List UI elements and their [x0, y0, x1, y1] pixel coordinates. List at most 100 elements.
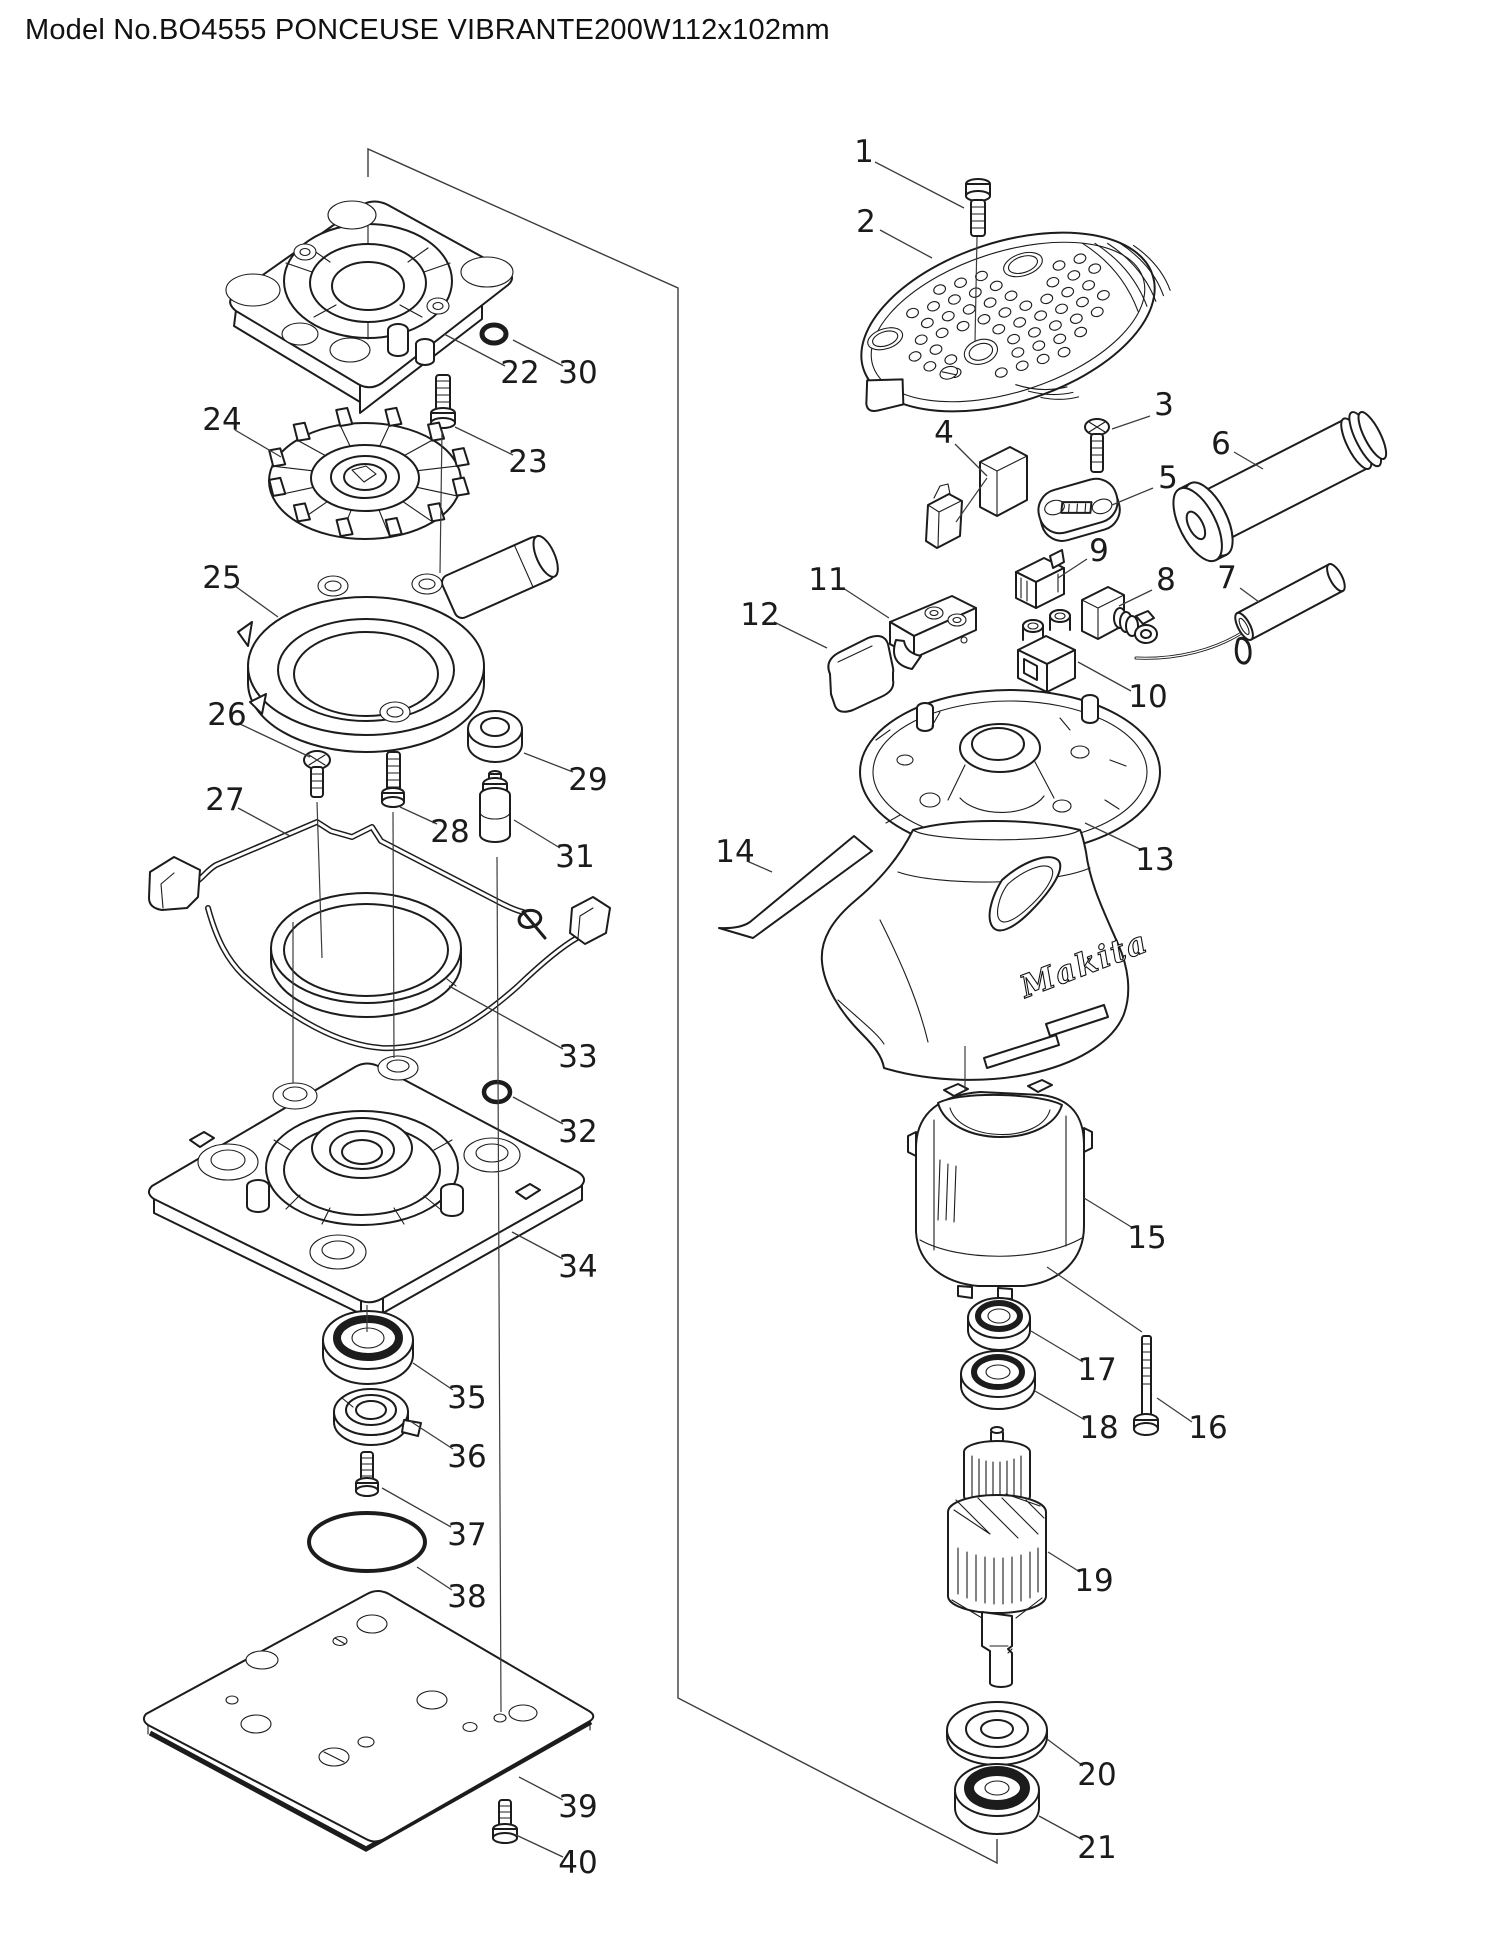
part-14-blade	[718, 835, 873, 939]
cover-vent-hole	[1076, 296, 1089, 308]
part-number-9: 9	[1089, 533, 1109, 569]
part-number-16: 16	[1188, 1410, 1227, 1446]
fan-vane	[268, 476, 287, 497]
cover-vent-hole	[927, 301, 940, 312]
part-number-4: 4	[934, 415, 954, 451]
part-number-7: 7	[1217, 560, 1237, 596]
cover-vent-hole	[1015, 360, 1029, 371]
part-15-field-stator	[907, 1079, 1093, 1300]
part-39-pad-plate	[142, 1590, 595, 1852]
part-16-long-screw	[1133, 1335, 1159, 1436]
leader-line-part-32	[512, 1096, 564, 1125]
axis-line	[439, 429, 443, 574]
cover-vent-hole	[923, 361, 937, 372]
leader-line-part-20	[1046, 1738, 1084, 1767]
part-40-screw	[492, 1799, 518, 1844]
part-1-screw	[965, 178, 991, 237]
part-10-terminal-block	[1017, 609, 1076, 693]
fan-spoke	[414, 486, 457, 497]
part-7-cord-sleeve	[1134, 563, 1346, 665]
fan-spoke	[401, 500, 433, 522]
leader-line-part-10	[1077, 661, 1132, 692]
leader-line-part-6	[1233, 451, 1264, 470]
leader-line-part-8	[1118, 589, 1153, 607]
axis-line	[974, 236, 978, 343]
part-9-switch-block	[1015, 549, 1065, 609]
leader-line-part-22	[443, 333, 506, 367]
part-3-screw	[1084, 418, 1110, 473]
fan-vane	[451, 447, 470, 468]
part-number-27: 27	[205, 782, 244, 818]
part-29-sleeve	[467, 710, 523, 763]
part-number-29: 29	[568, 762, 607, 798]
cover-vent-hole	[1034, 310, 1048, 321]
cover-vent-hole	[1061, 286, 1075, 298]
cover-vent-hole	[941, 310, 955, 322]
callout-labels: 1234567891011121314151617181920212223242…	[202, 134, 1264, 1881]
part-30-o-ring	[479, 322, 509, 346]
part-number-26: 26	[207, 697, 246, 733]
part-19-armature	[947, 1426, 1047, 1688]
fan-vane	[451, 476, 470, 497]
cover-vent-hole	[992, 323, 1006, 335]
cover-vent-hole	[914, 334, 928, 345]
part-number-30: 30	[558, 355, 597, 391]
fan-vane	[384, 517, 403, 538]
part-21-ball-bearing	[954, 1763, 1040, 1835]
leader-line-part-28	[399, 806, 438, 825]
part-number-37: 37	[447, 1517, 486, 1553]
leader-line-part-29	[523, 752, 574, 773]
part-2-top-cover	[860, 231, 1171, 413]
part-number-33: 33	[558, 1039, 597, 1075]
leader-line-part-40	[515, 1834, 564, 1858]
leader-line-part-15	[1083, 1197, 1134, 1229]
cover-vent-hole	[920, 317, 934, 329]
cover-vent-hole	[1053, 333, 1067, 345]
part-number-12: 12	[740, 597, 779, 633]
leader-line-part-2	[879, 229, 933, 259]
part-24-fan	[268, 406, 470, 540]
leader-line-part-31	[513, 819, 561, 849]
fan-vane	[384, 406, 403, 427]
leader-line-part-39	[518, 1776, 564, 1801]
cover-vent-hole	[1032, 340, 1046, 351]
fan-spoke	[401, 440, 432, 458]
construction-lines	[292, 147, 1143, 1865]
cover-vent-hole	[983, 297, 997, 308]
leader-line-part-12	[773, 621, 828, 649]
part-number-14: 14	[715, 834, 754, 870]
cover-vent-hole	[1046, 276, 1060, 288]
part-28-screw	[381, 751, 405, 808]
axis-line	[955, 477, 988, 523]
part-number-40: 40	[558, 1845, 597, 1881]
fan-vane	[335, 406, 354, 427]
cover-vent-hole	[994, 367, 1008, 378]
cover-vent-hole	[1088, 263, 1102, 274]
cover-vent-hole	[1057, 346, 1071, 358]
part-8-terminal-connector	[1081, 586, 1158, 644]
cover-vent-hole	[998, 307, 1012, 318]
part-number-5: 5	[1158, 460, 1178, 496]
leader-line-part-24	[234, 429, 282, 458]
part-number-35: 35	[447, 1380, 486, 1416]
part-22-bearing-box	[225, 200, 514, 414]
fan-spoke	[339, 425, 353, 450]
cover-vent-hole	[1028, 327, 1041, 338]
leader-line-part-34	[511, 1231, 564, 1260]
part-26-screw	[303, 750, 331, 798]
part-number-24: 24	[202, 402, 241, 438]
part-number-8: 8	[1156, 562, 1176, 598]
cover-vent-hole	[906, 307, 919, 319]
cover-vent-hole	[1096, 289, 1110, 301]
cover-vent-hole	[1067, 270, 1081, 281]
cover-vent-hole	[1069, 313, 1083, 324]
part-number-17: 17	[1077, 1352, 1116, 1388]
leader-line-part-23	[454, 426, 514, 456]
part-38-o-ring	[307, 1511, 427, 1573]
cover-vent-hole	[989, 280, 1003, 292]
fan-spoke	[414, 465, 457, 472]
cover-vent-hole	[1073, 253, 1087, 264]
cover-vent-hole	[908, 351, 922, 362]
cover-vent-hole	[1019, 300, 1033, 311]
leader-line-part-16	[1156, 1397, 1193, 1423]
